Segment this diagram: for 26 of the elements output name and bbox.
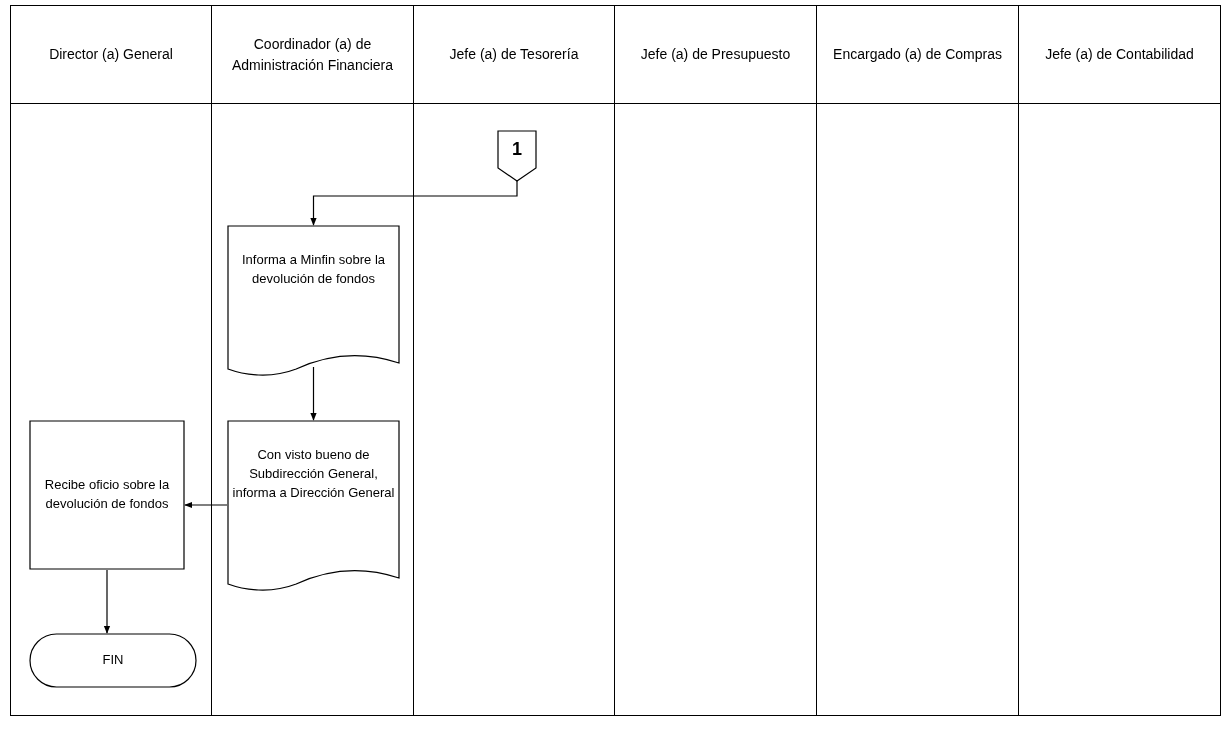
swimlane — [614, 5, 817, 716]
lane-header: Jefe (a) de Presupuesto — [639, 45, 792, 64]
arrow — [103, 569, 111, 634]
arrow — [310, 366, 317, 421]
lane-header: Director (a) General — [48, 45, 174, 64]
swimlane — [1018, 5, 1221, 716]
node-text: FIN — [102, 651, 124, 670]
document-shape — [227, 420, 400, 590]
swimlane — [211, 5, 414, 716]
off-page-connector — [497, 130, 537, 182]
terminal-shape — [29, 633, 197, 688]
arrow — [310, 180, 518, 226]
swimlane — [413, 5, 615, 716]
node-text: Con visto bueno de Subdirección General, informa a Dirección General — [231, 446, 396, 502]
lane-header: Jefe (a) de Contabilidad — [1044, 45, 1195, 64]
lane-header: Coordinador (a) de Administración Financiera — [230, 34, 395, 75]
process-box — [29, 420, 185, 570]
node-text: 1 — [512, 138, 522, 161]
node-text: Informa a Minfin sobre la devolución de fondos — [240, 251, 387, 288]
node-text: Recibe oficio sobre la devolución de fondos — [43, 476, 171, 513]
swimlane — [816, 5, 1019, 716]
lane-header: Encargado (a) de Compras — [832, 45, 1003, 64]
lane-header: Jefe (a) de Tesorería — [448, 45, 580, 64]
arrow — [184, 501, 228, 509]
document-shape — [227, 225, 400, 375]
swimlane — [10, 5, 212, 716]
